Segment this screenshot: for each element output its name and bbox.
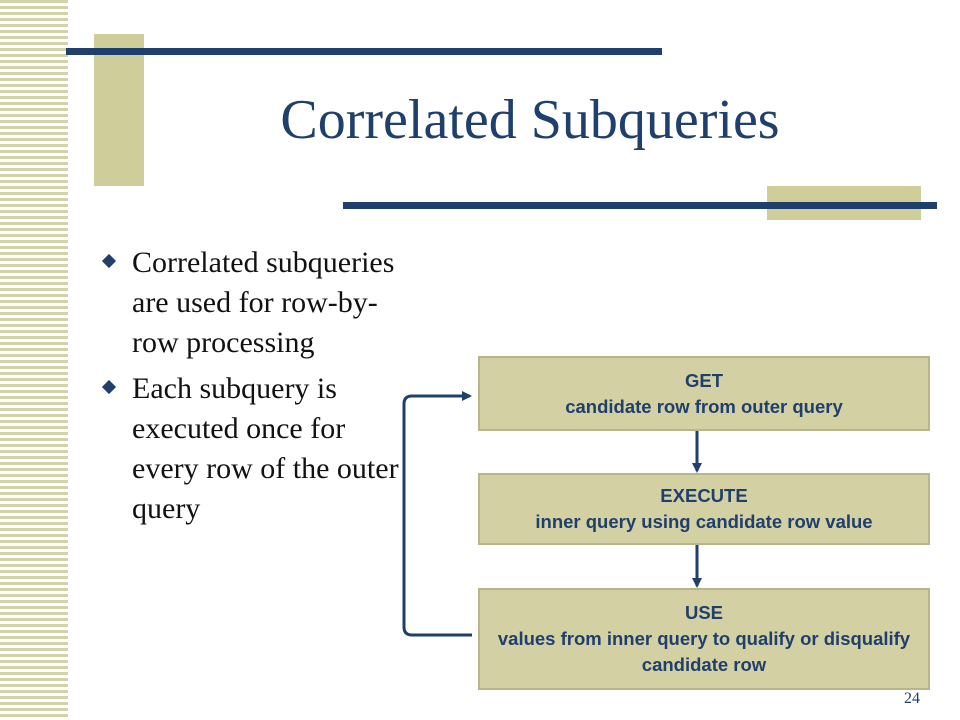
- bullet-list: Correlated subqueries are used for row-b…: [100, 243, 400, 535]
- step-heading: EXECUTE: [660, 485, 748, 506]
- flow-step-get: GET candidate row from outer query: [478, 356, 930, 431]
- step-heading: GET: [684, 369, 724, 391]
- step-heading: USE: [684, 602, 724, 623]
- loop-back-arrow: [402, 391, 472, 637]
- decor-navy-line-bottom: [343, 202, 937, 209]
- flow-step-execute: EXECUTE inner query using candidate row …: [478, 473, 930, 545]
- flow-step-use: USE values from inner query to qualify o…: [478, 588, 930, 690]
- slide-title: Correlated Subqueries: [280, 89, 780, 151]
- step-text: inner query using candidate row value: [535, 511, 873, 532]
- left-stripe-decoration: [0, 0, 68, 720]
- step-text: candidate row from outer query: [565, 395, 843, 417]
- bullet-item: Correlated subqueries are used for row-b…: [100, 243, 400, 363]
- decor-olive-block-left: [94, 34, 144, 186]
- bullet-item: Each subquery is executed once for every…: [100, 369, 400, 529]
- step-text: values from inner query to qualify or di…: [497, 628, 911, 675]
- page-number: 24: [904, 690, 920, 707]
- bullet-text: Correlated subqueries are used for row-b…: [132, 246, 395, 359]
- bullet-text: Each subquery is executed once for every…: [132, 372, 399, 525]
- decor-navy-line-top: [66, 48, 662, 55]
